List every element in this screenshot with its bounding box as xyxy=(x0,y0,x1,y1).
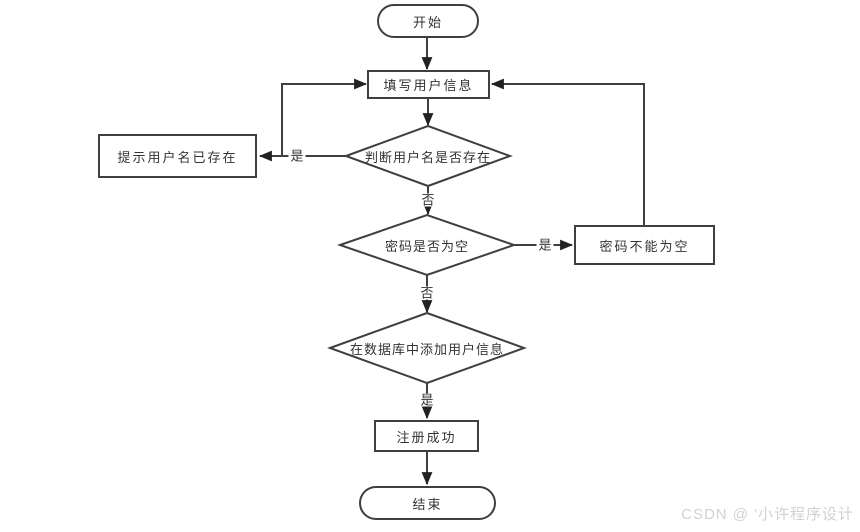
start-node: 开始 xyxy=(377,4,479,38)
edge-label-no-username: 否 xyxy=(419,192,437,208)
edge-label-yes-username: 是 xyxy=(288,148,306,164)
add-db-diamond-label: 在数据库中添加用户信息 xyxy=(349,341,504,357)
register-success-node: 注册成功 xyxy=(374,420,479,452)
prompt-username-exists-node: 提示用户名已存在 xyxy=(98,134,257,178)
check-username-diamond-label: 判断用户名是否存在 xyxy=(364,149,491,165)
decision-check-username-shape xyxy=(343,124,513,188)
edge-loop-right-to-fill xyxy=(490,78,645,225)
password-cannot-be-empty-node: 密码不能为空 xyxy=(574,225,715,265)
edge-label-yes-add-db: 是 xyxy=(418,392,436,408)
decision-add-db-shape xyxy=(327,311,527,385)
edge-label-yes-password: 是 xyxy=(536,237,554,253)
watermark: CSDN @ ′小许程序设计 xyxy=(681,506,854,523)
edge-loop-left-to-fill xyxy=(281,78,368,156)
fill-user-info-node: 填写用户信息 xyxy=(367,70,490,99)
decision-check-password-shape xyxy=(336,213,518,277)
end-node: 结束 xyxy=(359,486,496,520)
check-password-diamond-label: 密码是否为空 xyxy=(384,238,469,254)
edge-label-no-password: 否 xyxy=(418,285,436,301)
